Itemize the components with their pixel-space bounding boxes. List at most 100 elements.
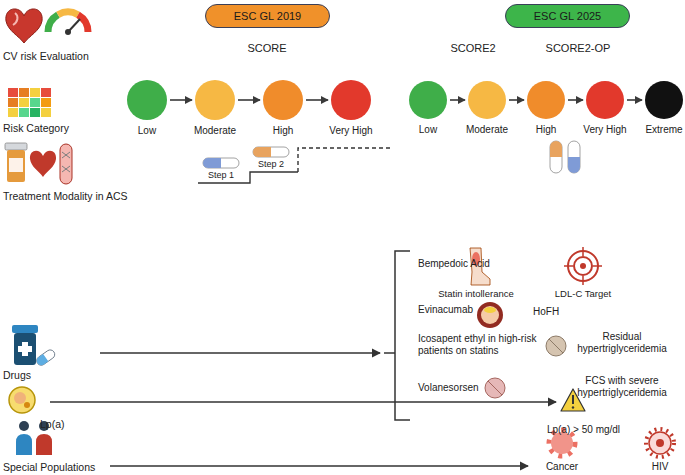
flow-arrow: [100, 352, 380, 353]
grid-cell: [19, 98, 29, 107]
bottle-body: [7, 150, 25, 182]
gauge-segment: [48, 15, 58, 32]
capsule-half: [550, 141, 562, 157]
score-name: SCORE2: [438, 42, 508, 55]
risk-level: High: [235, 125, 331, 136]
bottle-tag: [9, 158, 23, 172]
step-label: Step 2: [246, 159, 296, 169]
tablet: [546, 336, 566, 356]
cell-body: [551, 432, 573, 454]
population: Cancer: [532, 461, 592, 473]
arrow-connector: [627, 99, 642, 101]
drug-name: Icosapent ethyl in high-risk patients on…: [418, 333, 553, 356]
risk-level: High: [499, 124, 593, 135]
person-body: [36, 434, 52, 455]
gauge-segment: [78, 15, 88, 32]
virus-core: [656, 439, 664, 447]
risk-circle: Extreme: [645, 81, 683, 119]
particle: [9, 387, 35, 413]
capsule-half: [35, 354, 48, 367]
heart-highlight: [13, 13, 17, 25]
tablet-score: [488, 381, 502, 395]
person-body: [16, 434, 32, 455]
gauge-segment: [58, 12, 78, 15]
capsule: [253, 147, 289, 157]
capsule: [203, 158, 239, 168]
indication: FCS with severe hypertriglyceridemia: [562, 375, 682, 398]
bottle-body: [14, 333, 36, 365]
virus-body: [649, 432, 671, 454]
indication: Statin intollerance: [421, 289, 531, 300]
risk-circle: Moderate: [195, 80, 235, 120]
grid-cell: [19, 88, 29, 97]
arrow-connector: [509, 99, 524, 101]
capsule-half: [568, 157, 580, 173]
vessel-icon: [477, 302, 503, 328]
grid-cell: [8, 98, 18, 107]
arrow-connector: [238, 99, 260, 101]
target-icon: [564, 247, 602, 285]
step-line-dashed: [298, 148, 392, 172]
vessel-wall: [477, 302, 503, 328]
indication: LDL-C Target: [538, 289, 628, 300]
risk-circle: Moderate: [468, 81, 506, 119]
capsule-half: [203, 158, 221, 168]
plaque: [484, 307, 496, 313]
risk-level: Low: [99, 125, 195, 136]
tablet-score: [549, 339, 563, 353]
badge-text: ESC GL 2019: [234, 10, 301, 22]
risk-level: Moderate: [440, 124, 534, 135]
risk-circle: High: [527, 81, 565, 119]
grid-cell: [19, 108, 29, 117]
person-head: [19, 421, 29, 431]
capsule: [35, 348, 57, 367]
grid-cell: [41, 88, 51, 97]
virus-spikes: [646, 429, 674, 457]
capsule-half: [253, 147, 271, 157]
indication: HoFH: [533, 306, 583, 318]
row-heading: Drugs: [3, 369, 73, 381]
risk-circle: Very High: [586, 81, 624, 119]
capsule: [550, 141, 562, 173]
grid-cell: [8, 108, 18, 117]
bottle-cap: [5, 143, 27, 150]
drug-name: Volanesorsen: [418, 382, 498, 394]
population: HIV: [638, 461, 682, 473]
tablet-icon: [485, 378, 505, 398]
row-heading: CV risk Evaluation: [3, 50, 123, 62]
arrow-connector: [450, 99, 465, 101]
score-name: SCORE2-OP: [533, 42, 623, 55]
particle-core: [14, 392, 26, 404]
warning-dot: [572, 406, 574, 408]
combination-treatment: [550, 141, 580, 173]
drug-name: Bempedoic Acid: [418, 258, 528, 270]
risk-level: Extreme: [617, 124, 685, 135]
row-heading: Risk Category: [3, 122, 113, 134]
step-label: Step 1: [196, 170, 246, 180]
flow-arrow: [110, 465, 528, 466]
risk-circle: Low: [127, 80, 167, 120]
bracket: [395, 251, 410, 420]
risk-circle: Very High: [331, 80, 371, 120]
arrow-connector: [306, 99, 328, 101]
bottle-cap: [12, 325, 38, 333]
heart-gauge-icon: [6, 9, 88, 43]
cross-mark: [18, 346, 32, 352]
vessel-lumen: [481, 306, 499, 324]
indication: Residual hypertriglyceridemia: [567, 331, 677, 354]
tablet-icon: [546, 336, 566, 356]
row-heading: Treatment Modality in ACS: [3, 190, 173, 202]
drug-name: Evinacumab: [418, 304, 498, 316]
risk-grid-icon: [8, 88, 51, 117]
grid-cell: [30, 88, 40, 97]
grid-cell: [41, 108, 51, 117]
grid-cell: [30, 98, 40, 107]
risk-level: Very High: [558, 124, 652, 135]
risk-level: Low: [381, 124, 475, 135]
grid-cell: [41, 98, 51, 107]
guideline-badge: ESC GL 2025: [505, 4, 630, 28]
risk-circle: High: [263, 80, 303, 120]
risk-circle: Low: [409, 81, 447, 119]
